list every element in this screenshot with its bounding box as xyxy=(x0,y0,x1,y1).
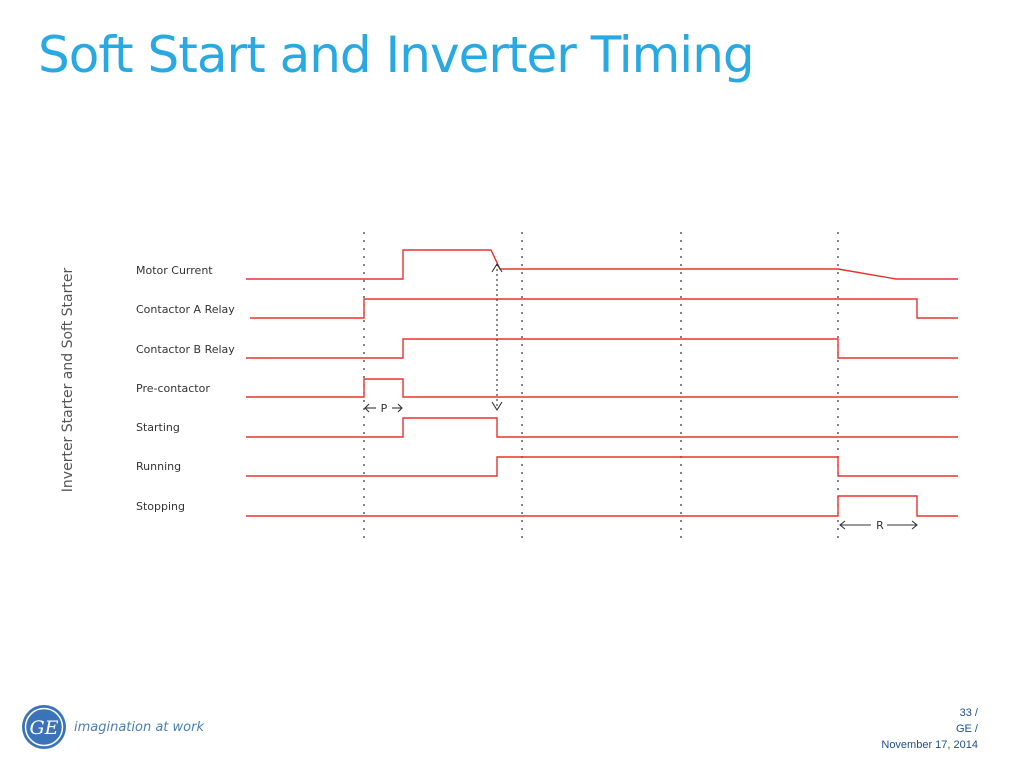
r-interval-label: R xyxy=(876,519,884,532)
waveform-motor-current xyxy=(246,249,958,280)
tagline: imagination at work xyxy=(74,719,204,735)
ge-logo-icon: GE xyxy=(22,705,66,749)
waveform-starting xyxy=(246,417,958,438)
signal-label-running: Running xyxy=(136,460,181,473)
signal-label-contactor-a: Contactor A Relay xyxy=(136,303,235,316)
footer-date: November 17, 2014 xyxy=(881,739,978,751)
waveform-contactor-b xyxy=(246,338,958,359)
p-interval-label: P xyxy=(381,402,388,415)
footer-org: GE / xyxy=(955,723,978,735)
slide-title: Soft Start and Inverter Timing xyxy=(38,26,755,84)
waveforms xyxy=(246,249,958,517)
signal-label-starting: Starting xyxy=(136,421,180,434)
ge-branding: GE imagination at work xyxy=(20,703,204,751)
waveform-pre-contactor xyxy=(246,378,958,398)
p-interval-marker xyxy=(364,403,403,413)
r-interval-marker xyxy=(839,520,918,530)
waveform-running xyxy=(246,456,958,477)
waveform-contactor-a xyxy=(250,298,958,319)
time-guides xyxy=(363,232,839,540)
starting-span-arrow xyxy=(491,262,503,412)
signal-labels: Motor Current Contactor A Relay Contacto… xyxy=(136,264,235,513)
axis-label: Inverter Starter and Soft Starter xyxy=(60,268,76,493)
page-number: 33 / xyxy=(959,707,978,719)
signal-label-stopping: Stopping xyxy=(136,500,185,513)
footer-meta: 33 / GE / November 17, 2014 xyxy=(881,705,978,753)
waveform-stopping xyxy=(246,495,958,517)
signal-label-motor-current: Motor Current xyxy=(136,264,213,277)
ge-logo-text: GE xyxy=(29,717,58,739)
signal-label-contactor-b: Contactor B Relay xyxy=(136,343,235,356)
signal-label-pre-contactor: Pre-contactor xyxy=(136,382,210,395)
